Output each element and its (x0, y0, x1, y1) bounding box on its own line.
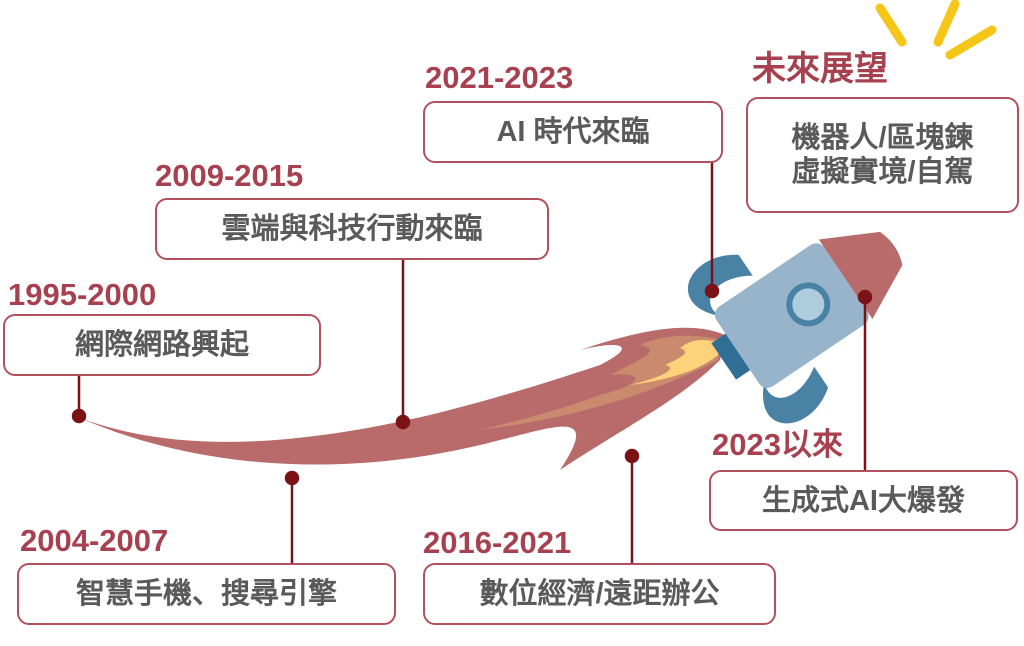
connector-dot (71, 408, 87, 424)
flame-core (630, 340, 718, 385)
milestone-box: 網際網路興起 (3, 314, 321, 376)
milestone-label: 智慧手機、搜尋引擎 (75, 578, 337, 610)
flame-mid (480, 335, 722, 430)
rocket-fin-top (687, 254, 753, 316)
connector-dot (624, 448, 640, 464)
rocket-nose (818, 231, 903, 320)
milestone-label: AI 時代來臨 (496, 116, 650, 148)
milestone-box: 智慧手機、搜尋引擎 (17, 563, 396, 625)
rocket (687, 231, 903, 424)
connector-dot (284, 470, 300, 486)
connector-dot (704, 283, 720, 299)
milestone-box: AI 時代來臨 (423, 101, 723, 163)
milestone-label: 數位經濟/遠距辦公 (479, 578, 720, 610)
year-label: 2016-2021 (423, 525, 572, 560)
year-label: 2023以來 (712, 427, 843, 462)
future-title: 未來展望 (752, 50, 888, 88)
year-label: 2021-2023 (425, 60, 574, 95)
milestone-box: 生成式AI大爆發 (709, 470, 1018, 531)
year-label: 2004-2007 (20, 523, 169, 558)
milestone-label: 生成式AI大爆發 (761, 484, 965, 517)
spark-lines (875, 0, 997, 60)
future-box: 機器人/區塊鍊 虛擬實境/自駕 (746, 97, 1019, 213)
future-line-1: 機器人/區塊鍊 (791, 122, 974, 154)
milestone-label: 雲端與科技行動來臨 (221, 213, 483, 245)
year-label: 2009-2015 (155, 158, 304, 193)
connector-dot (395, 414, 411, 430)
connector-dot (857, 289, 873, 305)
milestone-box: 數位經濟/遠距辦公 (423, 563, 776, 625)
milestone-label: 網際網路興起 (74, 329, 249, 361)
future-line-2: 虛擬實境/自駕 (791, 156, 974, 188)
rocket-fin-bottom (763, 366, 829, 424)
year-label: 1995-2000 (8, 277, 157, 312)
milestone-box: 雲端與科技行動來臨 (155, 198, 549, 260)
